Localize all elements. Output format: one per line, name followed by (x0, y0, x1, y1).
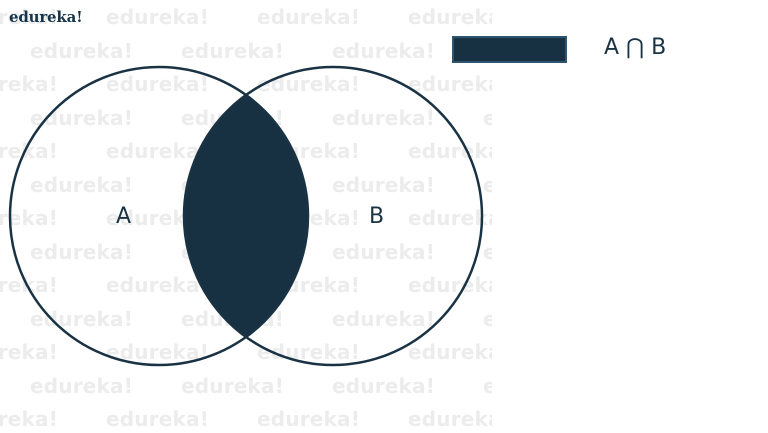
watermark-text: edureka! (332, 373, 436, 398)
watermark-text: edureka! (483, 239, 492, 264)
watermark-text: edureka! (106, 273, 210, 297)
logo: edureka! (9, 8, 83, 26)
watermark-text: edureka! (0, 273, 59, 297)
watermark-text: edureka! (483, 306, 492, 331)
watermark-text: edureka! (332, 239, 436, 264)
legend-swatch (452, 36, 567, 63)
watermark-text: edureka! (106, 407, 210, 431)
watermark-text: edureka! (408, 273, 492, 297)
watermark-text: edureka! (0, 5, 59, 29)
watermark-text: edureka! (0, 72, 59, 96)
watermark-text: edureka! (106, 72, 210, 96)
set-a-circle (8, 65, 310, 367)
watermark-text: edureka! (332, 306, 436, 331)
watermark-text: edureka! (30, 373, 134, 398)
intersection-region (184, 67, 308, 365)
watermark-text: edureka! (408, 407, 492, 431)
watermark-text: edureka! (30, 239, 134, 264)
set-b-circle (182, 65, 484, 367)
watermark-text: edureka! (408, 5, 492, 29)
set-a-label: A (116, 204, 132, 229)
watermark-text: edureka! (257, 72, 361, 96)
watermark-text: edureka! (483, 373, 492, 398)
watermark-row: edureka!edureka!edureka!edureka!edureka! (30, 374, 492, 398)
watermark-text: edureka! (30, 172, 134, 197)
watermark-text: edureka! (408, 139, 492, 163)
watermark-text: edureka! (106, 139, 210, 163)
watermark-text: edureka! (483, 172, 492, 197)
watermark-text: edureka! (30, 306, 134, 331)
watermark-text: edureka! (181, 38, 285, 63)
watermark-text: edureka! (332, 105, 436, 130)
watermark-text: edureka! (257, 407, 361, 431)
watermark-text: edureka! (408, 340, 492, 364)
watermark-text: edureka! (332, 38, 436, 63)
legend-label: A ⋂ B (604, 35, 667, 60)
watermark-text: edureka! (257, 5, 361, 29)
watermark-text: edureka! (181, 373, 285, 398)
watermark-text: edureka! (0, 340, 59, 364)
watermark-text: edureka! (106, 5, 210, 29)
watermark-text: edureka! (332, 172, 436, 197)
watermark-text: edureka! (0, 407, 59, 431)
watermark-text: edureka! (408, 206, 492, 230)
watermark-row: edureka!edureka!edureka!edureka!edureka! (0, 5, 492, 29)
watermark-row: edureka!edureka!edureka!edureka!edureka! (0, 340, 492, 364)
watermark-text: edureka! (483, 105, 492, 130)
set-b-label: B (369, 204, 385, 229)
watermark-text: edureka! (408, 72, 492, 96)
watermark-text: edureka! (30, 38, 134, 63)
watermark-row: edureka!edureka!edureka!edureka!edureka! (30, 39, 492, 63)
watermark-row: edureka!edureka!edureka!edureka!edureka! (0, 72, 492, 96)
watermark-row: edureka!edureka!edureka!edureka!edureka! (0, 407, 492, 431)
